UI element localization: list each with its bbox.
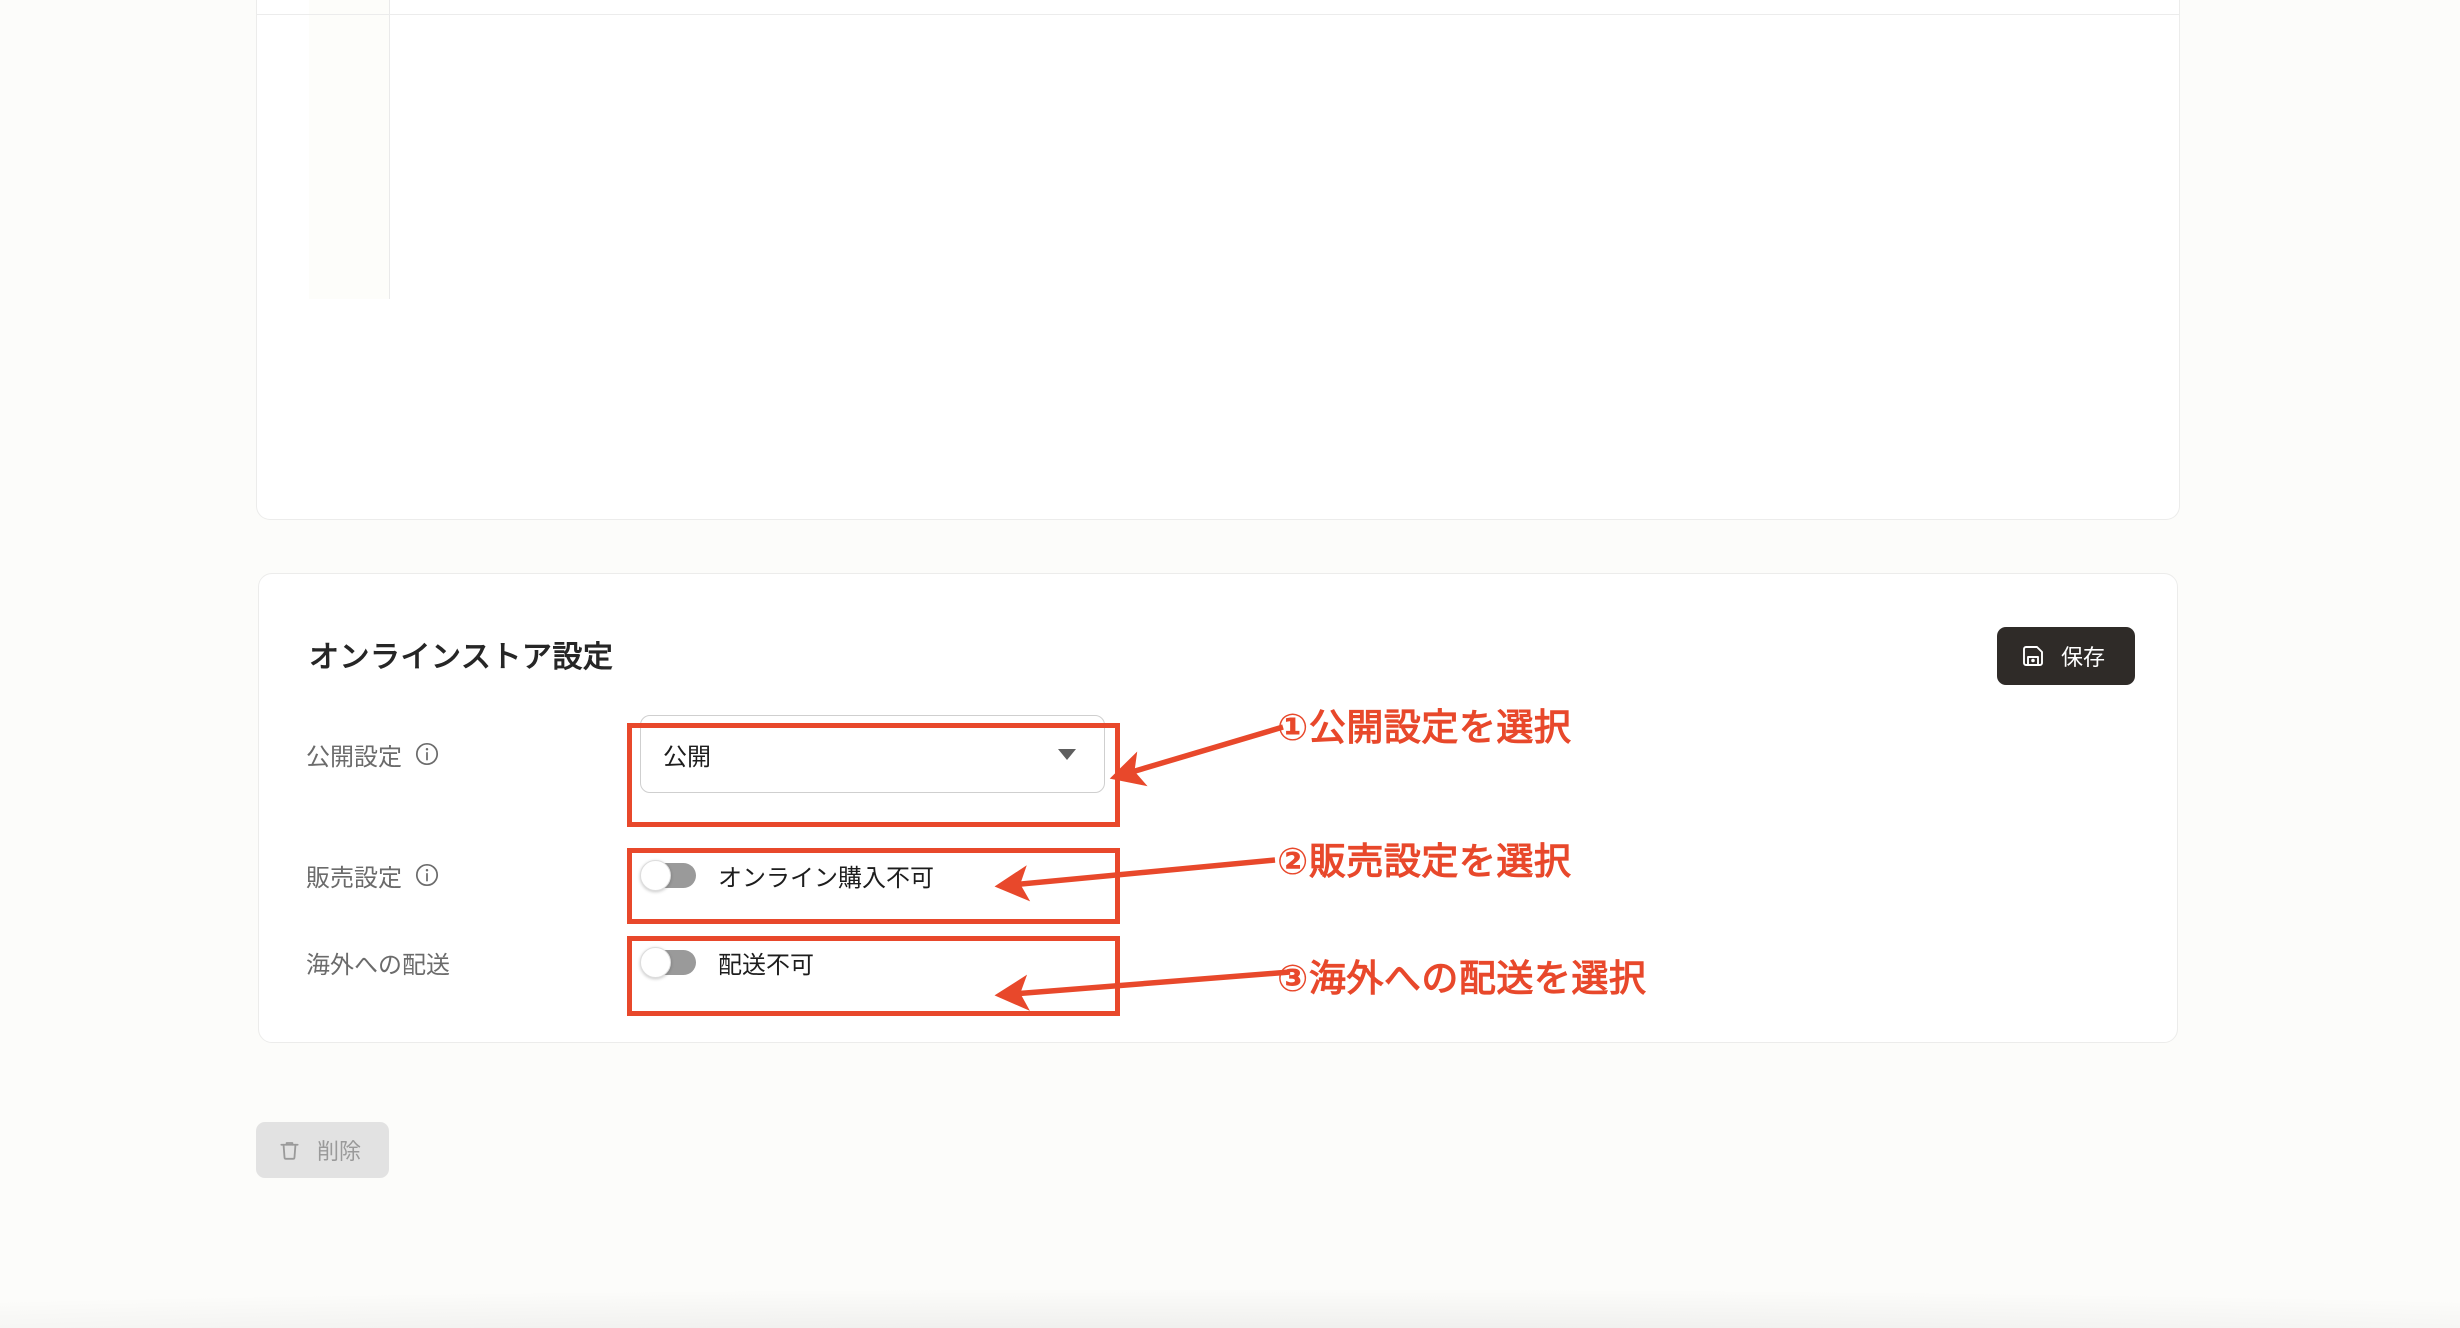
row-visibility: 公開設定 公開 — [0, 715, 2460, 793]
product-table-card — [256, 0, 2180, 520]
label-sales-text: 販売設定 — [306, 864, 402, 892]
save-button[interactable]: 保存 — [1996, 627, 2135, 685]
row-overseas: 海外への配送 配送不可 — [0, 933, 2460, 991]
chevron-down-icon — [1058, 748, 1076, 760]
toggle-knob — [640, 947, 671, 978]
label-sales: 販売設定 — [306, 858, 440, 893]
sales-toggle[interactable]: オンライン購入不可 — [640, 858, 934, 893]
delete-button-label: 削除 — [317, 1139, 362, 1164]
label-visibility: 公開設定 — [306, 737, 440, 772]
info-circle-icon[interactable] — [414, 862, 440, 888]
sales-toggle-label: オンライン購入不可 — [718, 864, 934, 892]
save-floppy-icon — [2021, 644, 2045, 668]
table-row-divider — [257, 14, 2179, 15]
online-store-settings-card: オンラインストア設定 保存 — [258, 573, 2178, 1043]
toggle-switch-off[interactable] — [640, 947, 696, 978]
info-circle-icon[interactable] — [414, 741, 440, 767]
visibility-select[interactable]: 公開 — [640, 715, 1105, 793]
toggle-knob — [640, 860, 671, 891]
label-visibility-text: 公開設定 — [306, 743, 402, 771]
save-button-label: 保存 — [2060, 645, 2105, 670]
table-column-divider — [389, 0, 390, 299]
overseas-toggle[interactable]: 配送不可 — [640, 945, 814, 980]
page-title: オンラインストア設定 — [309, 641, 614, 674]
overseas-toggle-label: 配送不可 — [718, 951, 814, 979]
visibility-select-value: 公開 — [663, 743, 711, 771]
delete-button[interactable]: 削除 — [256, 1122, 390, 1178]
trash-icon — [278, 1139, 301, 1162]
bottom-bar-shadow — [0, 1232, 2460, 1328]
toggle-switch-off[interactable] — [640, 860, 696, 891]
label-overseas-text: 海外への配送 — [306, 951, 450, 979]
table-leading-column — [309, 0, 389, 299]
label-overseas: 海外への配送 — [306, 945, 450, 980]
row-sales: 販売設定 オンライン購入不可 — [0, 846, 2460, 904]
